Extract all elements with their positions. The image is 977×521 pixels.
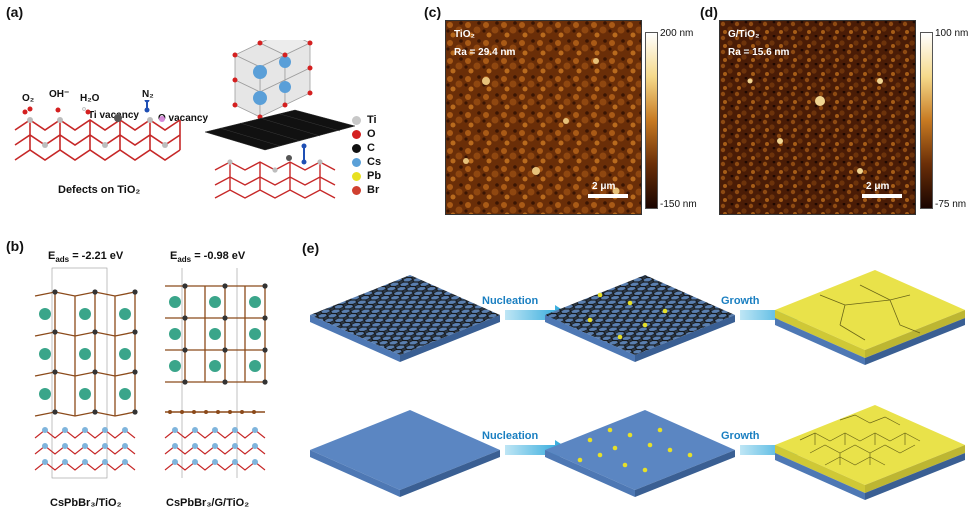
legend-o: O (352, 128, 376, 140)
left-energy-sub: ads (55, 255, 70, 265)
colorbar-g-tio2-min: -75 nm (935, 199, 967, 210)
legend-cs: Cs (352, 156, 381, 168)
afm-texture-g-tio2 (720, 21, 915, 214)
legend-o-swatch (352, 129, 361, 139)
legend-br-swatch (352, 185, 361, 195)
graphene-substrate-initial (310, 275, 500, 362)
left-energy-value: = -2.21 eV (69, 250, 124, 262)
g-tio2-scale-bar (862, 194, 902, 198)
legend-c: C (352, 142, 375, 154)
panel-label-c: (c) (424, 4, 442, 20)
bare-substrate-nucleation (545, 410, 735, 497)
panel-label-b: (b) (6, 238, 24, 254)
bottom-growth-label: Growth (721, 430, 760, 442)
legend-cs-label: Cs (367, 156, 382, 168)
cspbbr3-tio2-structure (34, 267, 138, 479)
right-energy-symbol: E (170, 250, 178, 262)
legend-cs-swatch (352, 157, 361, 167)
legend-ti-label: Ti (367, 114, 377, 126)
colorbar-g-tio2 (920, 32, 933, 209)
o-vacancy-label: O vacancy (158, 113, 209, 124)
species-oh: OH⁻ (49, 89, 70, 100)
tio2-scale-bar (588, 194, 628, 198)
bottom-nucleation-label: Nucleation (482, 430, 539, 442)
legend-pb: Pb (352, 170, 381, 182)
top-growth-label: Growth (721, 295, 760, 307)
defects-caption: Defects on TiO₂ (58, 184, 141, 196)
left-structure-caption: CsPbBr₃/TiO₂ (50, 497, 122, 509)
legend-c-swatch (352, 143, 361, 153)
colorbar-tio2 (645, 32, 658, 209)
tio2-scale-label: 2 μm (592, 181, 616, 192)
g-tio2-sample-label: G/TiO₂ (728, 29, 760, 40)
species-h2o: H₂O (80, 93, 100, 104)
left-adsorption-energy: Eads = -2.21 eV (48, 250, 123, 264)
top-nucleation-label: Nucleation (482, 295, 539, 307)
colorbar-g-tio2-max: 100 nm (935, 28, 969, 39)
right-energy-value: = -0.98 eV (191, 250, 246, 262)
graphene-substrate-nucleation (545, 275, 735, 362)
legend-ti: Ti (352, 114, 377, 126)
legend-pb-label: Pb (367, 170, 382, 182)
legend-pb-swatch (352, 171, 361, 181)
panel-label-d: (d) (700, 4, 718, 20)
cspbbr3-graphene-tio2-structure (164, 268, 268, 478)
species-n2: N₂ (142, 89, 154, 100)
left-energy-symbol: E (48, 250, 56, 262)
perovskite-graphene-tio2-structure (204, 40, 356, 199)
right-energy-sub: ads (177, 255, 192, 265)
colorbar-tio2-max: 200 nm (660, 28, 694, 39)
legend-c-label: C (367, 142, 375, 154)
tio2-sample-label: TiO₂ (454, 29, 475, 40)
tio2-ra-label: Ra = 29.4 nm (454, 47, 516, 58)
panel-label-a: (a) (6, 4, 24, 20)
legend-ti-swatch (352, 115, 361, 125)
colorbar-tio2-min: -150 nm (660, 199, 697, 210)
afm-image-g-tio2: G/TiO₂ Ra = 15.6 nm 2 μm (719, 20, 916, 215)
g-tio2-scale-label: 2 μm (866, 181, 890, 192)
legend-o-label: O (367, 128, 376, 140)
afm-image-tio2: TiO₂ Ra = 29.4 nm 2 μm (445, 20, 642, 215)
afm-texture-tio2 (446, 21, 641, 214)
bare-substrate-film (775, 405, 965, 500)
bare-substrate-initial (310, 410, 500, 497)
legend-br: Br (352, 184, 379, 196)
growth-schematic (310, 270, 965, 500)
panel-label-e: (e) (302, 240, 320, 256)
species-o2: O₂ (22, 93, 35, 104)
right-adsorption-energy: Eads = -0.98 eV (170, 250, 245, 264)
tio2-defect-structure (14, 100, 181, 161)
right-structure-caption: CsPbBr₃/G/TiO₂ (166, 497, 250, 509)
legend-br-label: Br (367, 184, 380, 196)
g-tio2-ra-label: Ra = 15.6 nm (728, 47, 790, 58)
graphene-substrate-film (775, 270, 965, 365)
ti-vacancy-label: Ti vacancy (88, 110, 139, 121)
